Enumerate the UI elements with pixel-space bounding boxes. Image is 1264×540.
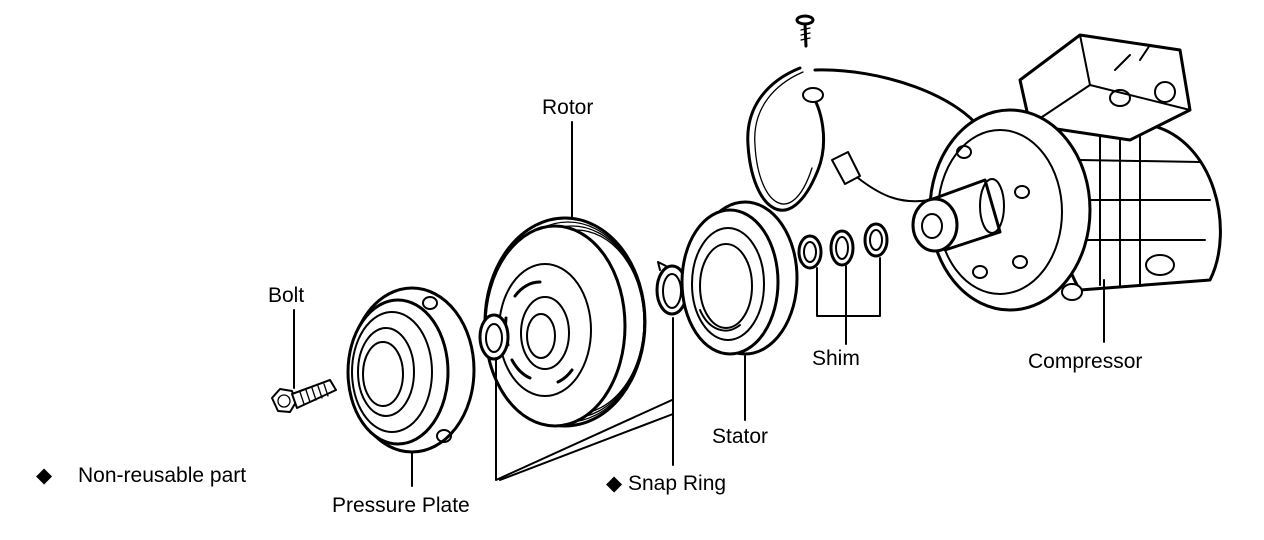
stator-part <box>680 200 799 356</box>
stator-label: Stator <box>712 425 768 448</box>
bolt-part <box>271 379 337 413</box>
legend-marker: ◆ <box>36 464 53 487</box>
rotor-part <box>478 216 647 428</box>
bolt-label: Bolt <box>268 284 304 307</box>
legend-text: Non-reusable part <box>78 464 246 487</box>
pressure-plate-part <box>346 286 476 454</box>
compressor-label: Compressor <box>1028 350 1142 373</box>
shims-part <box>797 222 889 270</box>
leader-lines <box>293 121 1105 487</box>
pressure-plate-label: Pressure Plate <box>332 494 470 517</box>
screw-part <box>795 14 815 48</box>
shim-label: Shim <box>812 347 860 370</box>
snap-ring-label: Snap Ring <box>628 472 726 495</box>
snap-ring-marker: ◆ <box>606 472 623 495</box>
rotor-label: Rotor <box>542 96 593 119</box>
compressor-part <box>911 33 1222 312</box>
